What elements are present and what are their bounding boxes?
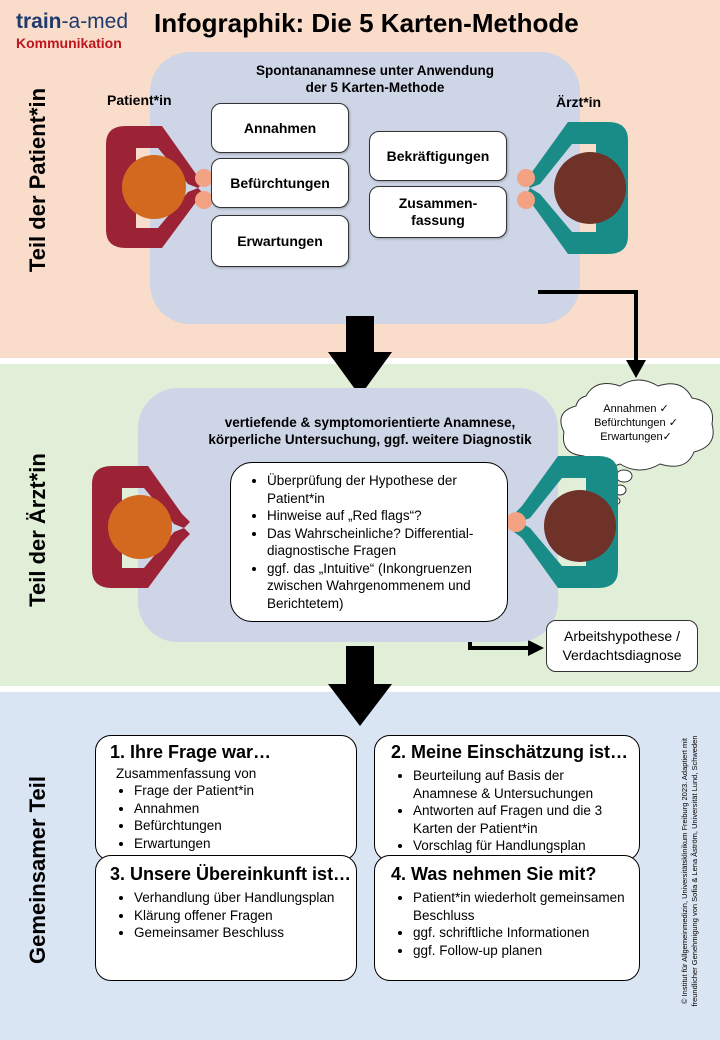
section2-heading: vertiefende & symptomorientierte Anamnes… xyxy=(208,415,532,447)
box-agreement: 3. Unsere Übereinkunft ist… Verhandlung … xyxy=(95,855,357,981)
list-item: Patient*in wiederholt gemeinsamen Beschl… xyxy=(413,889,631,924)
box-assessment: 2. Meine Einschätzung ist… Beurteilung a… xyxy=(374,735,640,861)
list-item: Verhandlung über Handlungsplan xyxy=(134,889,348,907)
page-title: Infographik: Die 5 Karten-Methode xyxy=(154,8,579,38)
list-item: Hinweise auf „Red flags“? xyxy=(267,507,499,525)
list-item: Vorschlag für Handlungsplan xyxy=(413,837,631,855)
doctor-label: Ärzt*in xyxy=(556,94,602,110)
card-befuerchtungen: Befürchtungen xyxy=(211,158,349,208)
list-item: Das Wahrscheinliche? Differential-diagno… xyxy=(267,525,499,560)
list-item: Beurteilung auf Basis der Anamnese & Unt… xyxy=(413,767,631,802)
brand-logo: train-a-med Kommunikation xyxy=(16,10,128,51)
list-item: Annahmen xyxy=(134,800,356,818)
patient-figure xyxy=(106,126,213,248)
doctor-figure xyxy=(517,122,628,254)
list-item: Gemeinsamer Beschluss xyxy=(134,924,348,942)
card-zusammenfassung: Zusammen- fassung xyxy=(369,186,507,238)
list-item: Befürchtungen xyxy=(134,817,356,835)
card-erwartungen: Erwartungen xyxy=(211,215,349,267)
list-item: ggf. das „Intuitive“ (Inkongruenzen zwis… xyxy=(267,560,499,613)
list-item: Antworten auf Fragen und die 3 Karten de… xyxy=(413,802,631,837)
box-question: 1. Ihre Frage war… Zusammenfassung von F… xyxy=(95,735,357,861)
card-annahmen: Annahmen xyxy=(211,103,349,153)
side-label-shared: Gemeinsamer Teil xyxy=(25,776,50,964)
hypothesis-box: Überprüfung der Hypothese der Patient*in… xyxy=(230,462,508,622)
down-arrow-icon xyxy=(328,646,392,726)
list-item: ggf. Follow-up planen xyxy=(413,942,631,960)
brand-subtitle: Kommunikation xyxy=(16,35,122,51)
patient-figure xyxy=(92,466,190,588)
patient-label: Patient*in xyxy=(107,92,172,108)
down-arrow-icon xyxy=(328,316,392,396)
list-item: Überprüfung der Hypothese der Patient*in xyxy=(267,472,499,507)
elbow-arrow-icon xyxy=(538,290,638,362)
copyright-note: © Institut für Allgemeinmedizin, Univers… xyxy=(680,735,699,1007)
doctor-figure xyxy=(506,456,618,588)
thought-bubble-text: Annahmen ✓ Befürchtungen ✓ Erwartungen✓ xyxy=(594,403,678,443)
card-bekraeftigungen: Bekräftigungen xyxy=(369,131,507,181)
list-item: Klärung offener Fragen xyxy=(134,907,348,925)
list-item: ggf. schriftliche Informationen xyxy=(413,924,631,942)
brand-name-secondary: -a-med xyxy=(61,10,129,33)
box-takeaway: 4. Was nehmen Sie mit? Patient*in wieder… xyxy=(374,855,640,981)
brand-name-primary: train xyxy=(16,10,62,33)
result-box: Arbeitshypothese / Verdachtsdiagnose xyxy=(546,620,698,672)
list-item: Erwartungen xyxy=(134,835,356,853)
section1-heading: Spontananamnese unter Anwendung der 5 Ka… xyxy=(255,63,495,95)
list-item: Frage der Patient*in xyxy=(134,782,356,800)
side-label-doctor: Teil der Ärzt*in xyxy=(25,453,50,607)
thought-bubble xyxy=(560,379,714,505)
